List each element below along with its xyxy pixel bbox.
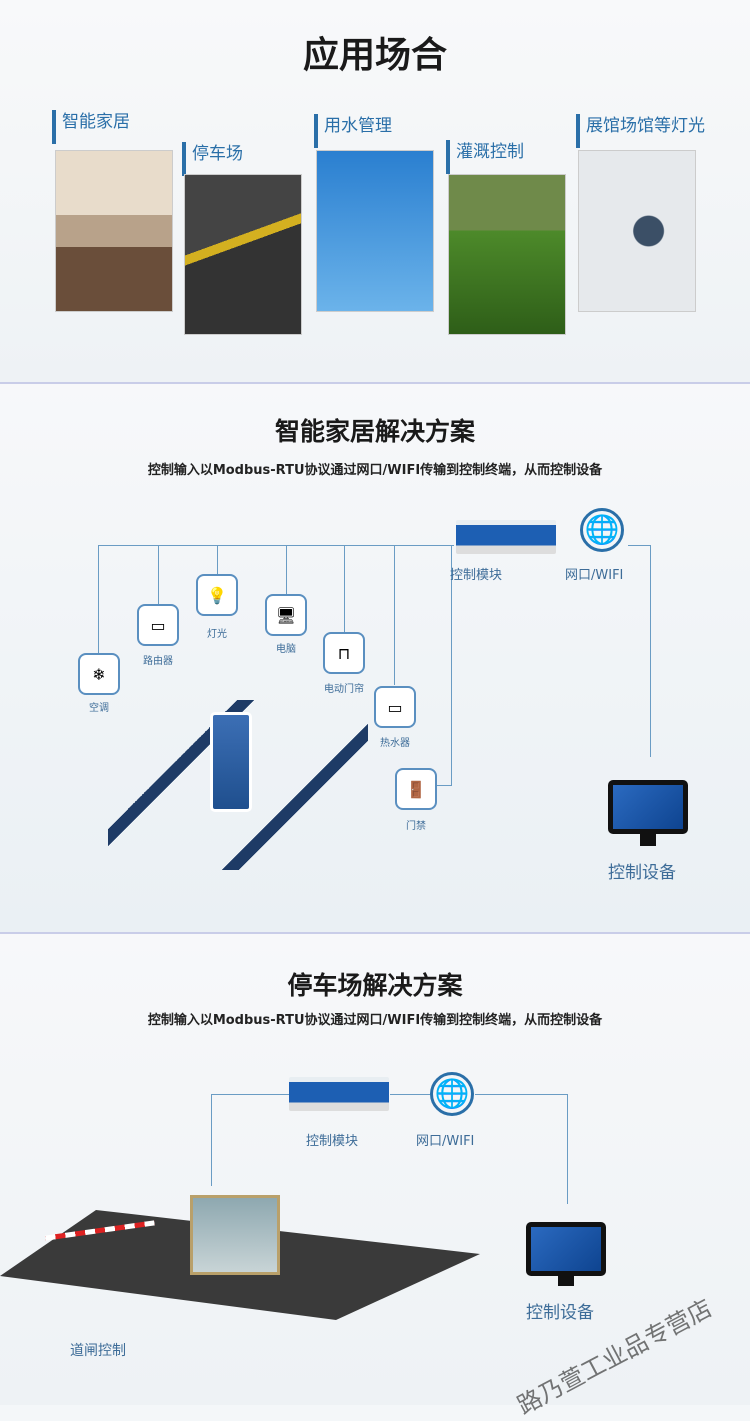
device-label: 电动门帘 (324, 684, 364, 695)
device-label: 路由器 (143, 656, 173, 667)
section-subtitle: 控制输入以Modbus-RTU协议通过网口/WIFI传输到控制终端，从而控制设备 (147, 463, 603, 478)
connector-line (437, 785, 452, 786)
connector-line (211, 1094, 289, 1095)
module-label: 控制模块 (450, 568, 503, 583)
connector-line (286, 545, 287, 595)
device-label: 门禁 (406, 821, 426, 832)
connector-line (390, 1094, 430, 1095)
exhibition-photo (578, 150, 696, 312)
connector-line (98, 545, 99, 655)
section-title: 停车场解决方案 (287, 971, 463, 1000)
connector-line (98, 545, 454, 546)
card-label-exhibition: 展馆场馆等灯光 (576, 114, 705, 148)
monitor-icon (526, 1222, 606, 1276)
terminal-label: 控制设备 (608, 863, 676, 883)
connector-line (650, 545, 651, 757)
access-door-icon: 🚪 (395, 768, 437, 810)
connector-line (475, 1094, 567, 1095)
device-label: 电脑 (276, 644, 296, 655)
terminal-label: 控制设备 (526, 1303, 594, 1323)
connector-line (567, 1094, 568, 1204)
connector-line (451, 545, 452, 785)
monitor-stand (640, 834, 656, 846)
connector-line (628, 545, 650, 546)
parking-section (0, 934, 750, 1405)
connector-line (344, 545, 345, 633)
irrigation-photo (448, 174, 566, 335)
phone-wifi-illustration (210, 712, 252, 812)
network-label: 网口/WIFI (565, 568, 624, 583)
section-title: 应用场合 (302, 35, 447, 76)
divider (0, 932, 750, 934)
monitor-icon (608, 780, 688, 834)
globe-icon: 🌐 (430, 1072, 474, 1116)
connector-line (217, 545, 218, 575)
curtain-door-icon: ⊓ (323, 632, 365, 674)
toll-booth-illustration (190, 1195, 280, 1275)
card-label-smart-home: 智能家居 (52, 110, 130, 144)
divider (0, 382, 750, 384)
smart-home-photo (55, 150, 173, 312)
water-heater-icon: ▭ (374, 686, 416, 728)
device-label: 空调 (89, 703, 109, 714)
parking-photo (184, 174, 302, 335)
control-module-image (289, 1077, 389, 1111)
connector-line (211, 1094, 212, 1186)
device-label: 灯光 (207, 629, 227, 640)
air-conditioner-icon: ❄ (78, 653, 120, 695)
section-title: 智能家居解决方案 (274, 417, 475, 446)
card-label-water: 用水管理 (314, 114, 392, 148)
card-label-irrigation: 灌溉控制 (446, 140, 524, 174)
connector-line (158, 545, 159, 605)
router-icon: ▭ (137, 604, 179, 646)
control-module-image (456, 520, 556, 554)
light-bulb-icon: 💡 (196, 574, 238, 616)
card-label-parking: 停车场 (182, 142, 243, 176)
water-tower-photo (316, 150, 434, 312)
globe-icon: 🌐 (580, 508, 624, 552)
monitor-stand (558, 1276, 574, 1286)
network-label: 网口/WIFI (416, 1134, 475, 1149)
section-subtitle: 控制输入以Modbus-RTU协议通过网口/WIFI传输到控制终端，从而控制设备 (147, 1013, 603, 1028)
connector-line (394, 545, 395, 685)
device-label: 热水器 (380, 738, 410, 749)
gate-label: 道闸控制 (70, 1343, 126, 1359)
computer-icon: 🖥 (265, 594, 307, 636)
module-label: 控制模块 (306, 1134, 359, 1149)
